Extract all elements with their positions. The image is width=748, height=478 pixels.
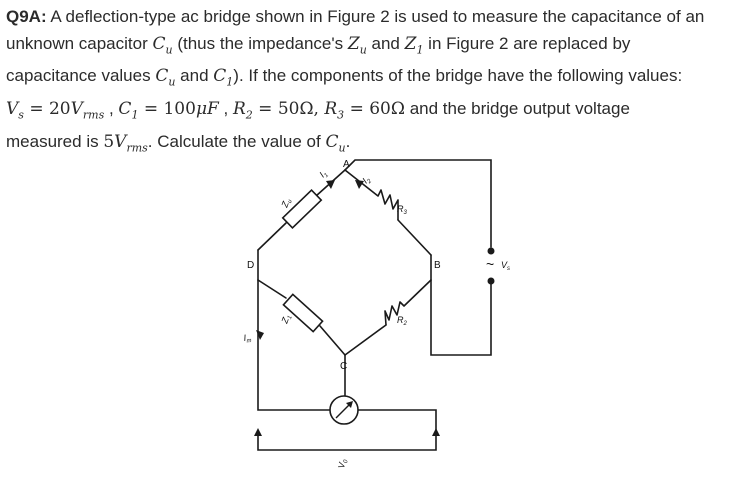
question-text-1: A deflection-type ac bridge shown in Fig… <box>50 7 705 26</box>
label-vs: Vs <box>501 260 510 272</box>
impedance-z1 <box>282 293 324 333</box>
equation-r3: R3 = 60Ω <box>324 99 405 122</box>
question-text: Q9A: A deflection-type ac bridge shown i… <box>6 4 744 162</box>
equation-vs: Vs = 20Vrms <box>6 99 105 122</box>
question-line-1: Q9A: A deflection-type ac bridge shown i… <box>6 4 744 31</box>
question-text-5b: . Calculate the value of <box>147 132 321 152</box>
voltmeter <box>329 395 359 425</box>
label-r2: R2 <box>397 315 408 327</box>
question-line-3: capacitance values Cu and C1). If the co… <box>6 63 744 96</box>
svg-text:I1: I1 <box>317 168 330 181</box>
wire-meter-to-b-side <box>357 409 437 433</box>
source-tilde: ~ <box>486 256 494 272</box>
symbol-c1: C1 <box>213 66 234 89</box>
label-v0: V0 <box>336 458 350 470</box>
wire-r3-to-b <box>397 219 432 256</box>
wire-d-to-z1 <box>257 279 287 299</box>
svg-text:I2: I2 <box>360 174 373 187</box>
label-node-a: A <box>343 159 350 170</box>
question-text-2c: and <box>371 33 400 53</box>
wire-source-to-b <box>430 279 492 356</box>
symbol-cu: Cu <box>152 33 173 56</box>
symbol-cu-3: Cu <box>325 132 346 155</box>
v0-arrow-left <box>254 428 262 436</box>
question-text-2a: unknown capacitor <box>6 33 148 53</box>
symbol-z1: Z1 <box>404 33 424 56</box>
question-text-3c: ). If the components of the bridge have … <box>233 66 683 86</box>
v0-measure-bracket <box>257 431 437 451</box>
label-im: Im <box>243 332 252 345</box>
wire-a-to-source <box>344 159 492 248</box>
wire-d-to-meter <box>257 279 331 411</box>
source-terminal-bottom <box>487 277 495 285</box>
wire-b-to-r2 <box>403 279 432 307</box>
v0-arrow-right <box>432 428 440 436</box>
im-arrow <box>256 330 264 340</box>
question-line-2: unknown capacitor Cu (thus the impedance… <box>6 31 744 64</box>
svg-text:V0: V0 <box>336 458 350 470</box>
question-text-5a: measured is <box>6 132 99 152</box>
question-label: Q9A: <box>6 7 47 26</box>
i2-arrow <box>355 180 364 189</box>
equation-v-measured: 5Vrms <box>103 132 148 155</box>
question-line-5: measured is 5Vrms. Calculate the value o… <box>6 132 351 155</box>
label-r3: R3 <box>397 204 408 216</box>
question-text-2b: (thus the impedance's <box>177 33 344 53</box>
impedance-zu <box>281 188 323 230</box>
resistor-r2 <box>384 301 405 326</box>
label-i2: I2 <box>360 174 373 187</box>
source-terminal-top <box>487 247 495 255</box>
wire-zu-to-d <box>257 222 287 251</box>
svg-text:Z1: Z1 <box>279 313 294 326</box>
wire-z1-to-c <box>319 325 346 356</box>
label-i1: I1 <box>317 168 330 181</box>
question-text-3a: capacitance values <box>6 66 151 86</box>
question-text-3b: and <box>180 66 209 86</box>
question-text-2d: in Figure 2 are replaced by <box>428 33 631 53</box>
svg-text:Zu: Zu <box>279 196 294 210</box>
i1-arrow <box>326 180 335 189</box>
resistor-r3 <box>377 189 399 220</box>
question-text-4: and the bridge output voltage <box>409 99 630 119</box>
label-node-b: B <box>434 260 441 271</box>
label-z1: Z1 <box>279 313 294 326</box>
label-node-c: C <box>340 361 347 372</box>
symbol-cu-2: Cu <box>155 66 176 89</box>
equation-r2: R2 = 50Ω, <box>232 99 325 122</box>
svg-text:Im: Im <box>243 332 252 345</box>
label-zu: Zu <box>279 196 294 210</box>
symbol-zu: Zu <box>347 33 367 56</box>
equation-c1: C1 = 100μF <box>118 99 219 122</box>
label-node-d: D <box>247 260 254 271</box>
wire-r2-to-c <box>344 324 387 356</box>
question-line-4: Vs = 20Vrms , C1 = 100μF , R2 = 50Ω, R3 … <box>6 99 630 122</box>
